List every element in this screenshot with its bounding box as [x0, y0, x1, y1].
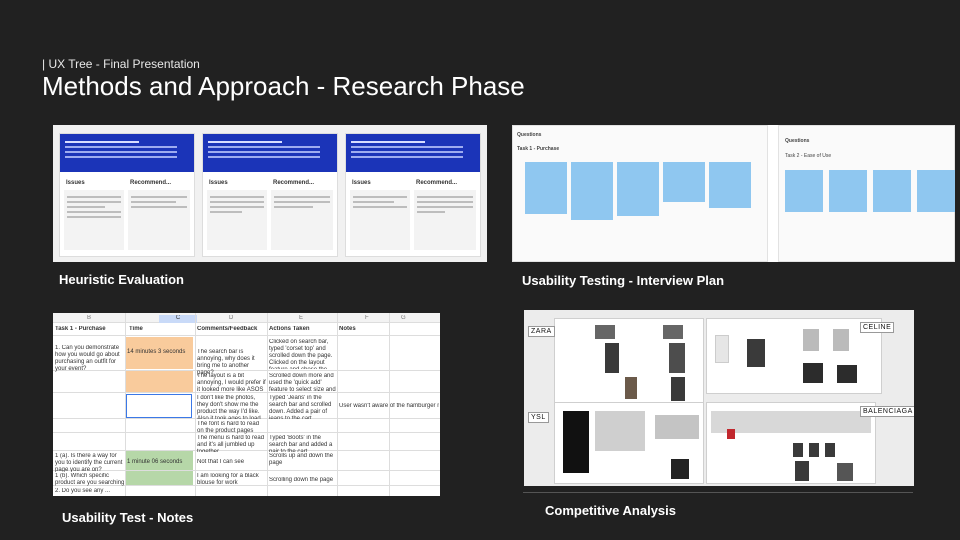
header-row: Task 1 - Purchase Time Comments/Feedback…: [53, 324, 440, 336]
sticky-note: [785, 170, 823, 212]
table-cell: The menu is hard to read and it's all ju…: [197, 435, 265, 452]
table-cell: Typed 'Boots' in the search bar and adde…: [269, 435, 333, 452]
slide-title: Methods and Approach - Research Phase: [42, 71, 525, 101]
table-cell: I don't like the photos, they don't show…: [197, 395, 261, 419]
table-cell: 1 (b). Which specific product are you se…: [55, 473, 125, 486]
issues-label: Issues: [352, 180, 371, 186]
table-cell: 1 minute 06 seconds: [125, 451, 193, 470]
sticky-note: [917, 170, 955, 212]
sticky-note: [709, 162, 751, 208]
table-row: 1. Can you demonstrate how you would go …: [53, 337, 440, 376]
ysl-collage: [554, 402, 704, 484]
table-row: 2. Do you see any ...: [53, 486, 440, 496]
brand-label-celine: CELINE: [860, 322, 895, 333]
usability-notes-spreadsheet: B C D E F G Task 1 - Purchase Time Comme…: [53, 313, 440, 496]
column-letter: D: [229, 315, 234, 321]
heuristic-card: Issues Recommend...: [345, 133, 481, 257]
sticky-note: [873, 170, 911, 212]
divider: [523, 492, 913, 493]
table-row: I don't like the photos, they don't show…: [53, 393, 440, 419]
header-cell: Notes: [339, 326, 356, 332]
sticky-note: [663, 162, 705, 202]
column-letter-row: B C D E F G: [53, 313, 440, 323]
highlight-cell: [125, 371, 193, 392]
header-cell: Task 1 - Purchase: [55, 326, 106, 332]
table-row: The menu is hard to read and it's all ju…: [53, 433, 440, 452]
table-cell: 2. Do you see any ...: [55, 488, 111, 494]
questions-heading: Questions: [517, 132, 542, 138]
header-cell: Time: [129, 326, 143, 332]
selected-cell[interactable]: [126, 394, 192, 418]
task2-heading: Task 2 - Ease of Use: [785, 153, 832, 159]
table-cell: 1. Can you demonstrate how you would go …: [55, 345, 120, 372]
task1-heading: Task 1 - Purchase: [517, 146, 560, 152]
header-cell: Comments/Feedback: [197, 326, 258, 332]
table-row: The layout is a bit annoying, I would pr…: [53, 371, 440, 393]
table-row: 1 (b). Which specific product are you se…: [53, 471, 440, 486]
celine-collage: [706, 318, 882, 394]
brand-label-ysl: YSL: [528, 412, 549, 423]
column-letter: E: [299, 315, 304, 321]
table-cell: Not that I can see: [197, 459, 245, 465]
brand-label-zara: ZARA: [528, 326, 555, 337]
sticky-note: [829, 170, 867, 212]
caption-competitive-analysis: Competitive Analysis: [545, 503, 677, 518]
caption-heuristic-evaluation: Heuristic Evaluation: [59, 272, 184, 287]
recommend-label: Recommend...: [130, 180, 172, 186]
table-cell: The font is hard to read on the product …: [197, 421, 260, 434]
column-letter: B: [87, 315, 92, 321]
caption-usability-notes: Usability Test - Notes: [62, 510, 194, 525]
table-cell: I am looking for a black blouse for work: [197, 473, 259, 486]
highlight-cell: [125, 471, 193, 485]
interview-plan-thumbnail: Questions Task 1 - Purchase Questions Ta…: [512, 125, 955, 262]
table-cell: Scrolls up and down the page: [269, 453, 334, 466]
heuristic-evaluation-thumbnail: Issues Recommend... Issues Recommend... …: [53, 125, 487, 262]
sticky-note: [571, 162, 613, 220]
recommend-label: Recommend...: [273, 180, 315, 186]
competitive-analysis-thumbnail: ZARA CELINE YSL BALENCIAGA: [524, 310, 914, 486]
recommend-label: Recommend...: [416, 180, 458, 186]
sticky-note: [617, 162, 659, 216]
table-cell: Scrolled down more and used the 'quick a…: [269, 373, 336, 393]
table-cell: Typed 'Jeans' in the search bar and scro…: [269, 395, 332, 419]
sticky-note: [525, 162, 567, 214]
table-cell: Clicked on search bar, typed 'corset top…: [269, 339, 333, 369]
heuristic-card: Issues Recommend...: [59, 133, 195, 257]
task1-column: Questions Task 1 - Purchase: [512, 125, 768, 262]
issues-label: Issues: [66, 180, 85, 186]
column-letter: G: [401, 315, 406, 321]
questions-heading: Questions: [785, 138, 810, 144]
table-cell: The search bar is annoying, why does it …: [197, 349, 255, 376]
header-cell: Actions Taken: [269, 326, 310, 332]
table-cell: The layout is a bit annoying, I would pr…: [197, 373, 266, 393]
brand-label-balenciaga: BALENCIAGA: [860, 406, 914, 417]
column-letter: F: [365, 315, 369, 321]
heuristic-card: Issues Recommend...: [202, 133, 338, 257]
task2-column: Questions Task 2 - Ease of Use: [778, 125, 955, 262]
table-row: The font is hard to read on the product …: [53, 419, 440, 434]
table-cell: 14 minutes 3 seconds: [125, 337, 193, 369]
table-cell: 1 (a). Is there a way for you to identif…: [55, 453, 123, 472]
slide-kicker: | UX Tree - Final Presentation: [42, 57, 200, 71]
column-letter: C: [159, 315, 197, 323]
table-row: 1 (a). Is there a way for you to identif…: [53, 451, 440, 472]
caption-interview-plan: Usability Testing - Interview Plan: [522, 273, 725, 288]
balenciaga-collage: [706, 402, 876, 484]
issues-label: Issues: [209, 180, 228, 186]
table-cell: Scrolling down the page: [269, 477, 334, 483]
